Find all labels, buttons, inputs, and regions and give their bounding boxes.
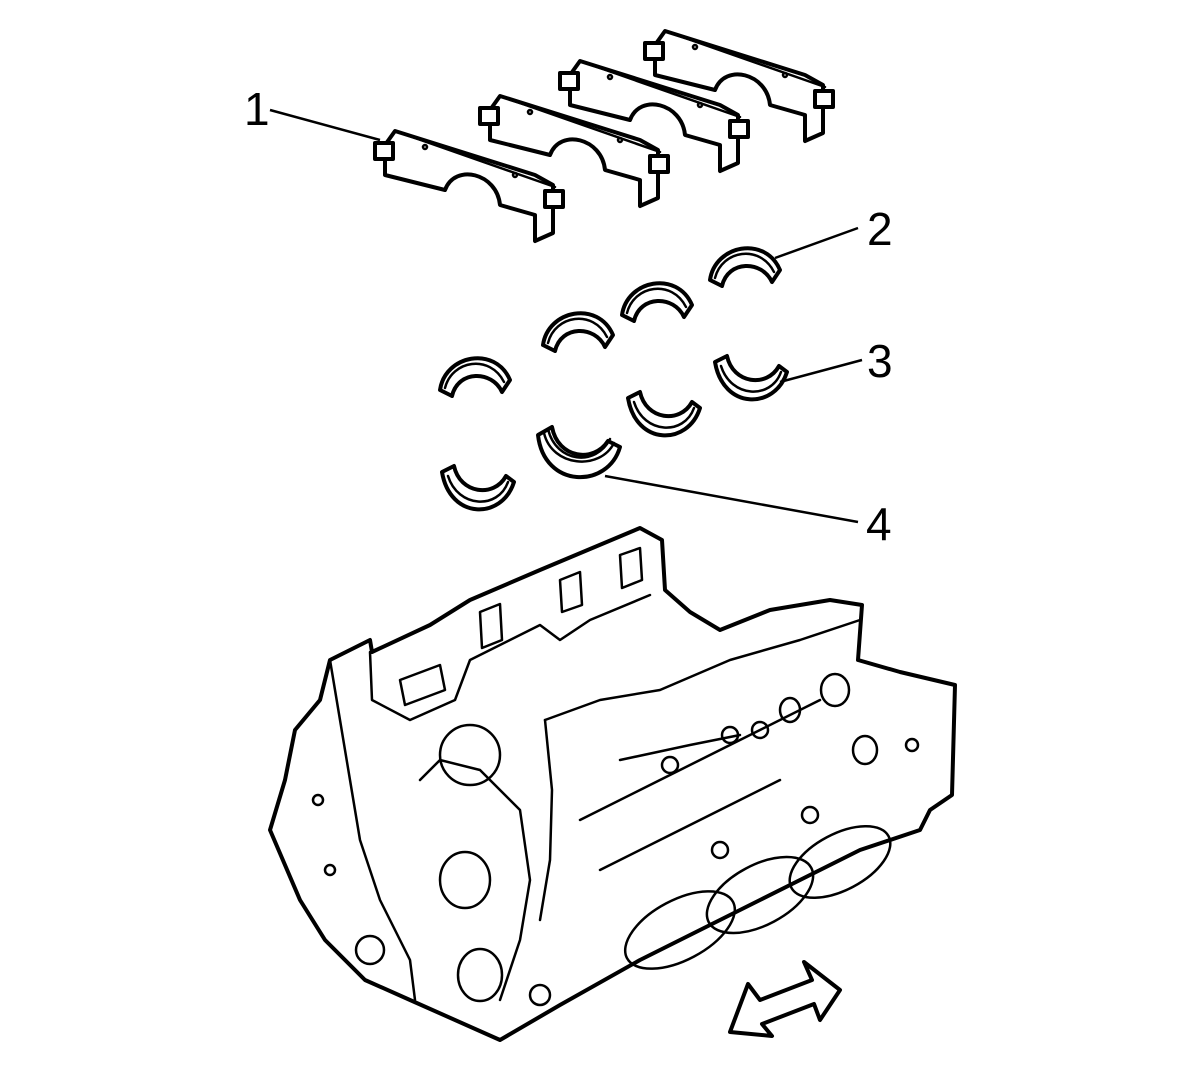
callout-3: 3	[867, 335, 893, 387]
callout-2: 2	[867, 203, 893, 255]
engine-block	[268, 526, 957, 1042]
leader-line-2	[774, 226, 859, 260]
thrust-bearing-shell	[536, 425, 622, 480]
leader-line-3	[779, 358, 863, 384]
upper-bearing-shell-2	[541, 311, 615, 353]
lower-bearing-shell-4	[713, 354, 789, 402]
leader-line-1	[269, 108, 381, 142]
upper-bearing-shell-4	[708, 246, 782, 288]
lower-bearing-shell-1	[440, 464, 516, 512]
direction-arrow-icon	[728, 960, 842, 1038]
leader-line-4	[604, 474, 859, 524]
upper-bearing-shell-3	[620, 281, 694, 323]
upper-bearing-shell-1	[438, 356, 512, 398]
callout-4: 4	[866, 498, 892, 550]
lower-bearing-shell-3	[626, 390, 702, 438]
callout-1: 1	[244, 83, 270, 135]
